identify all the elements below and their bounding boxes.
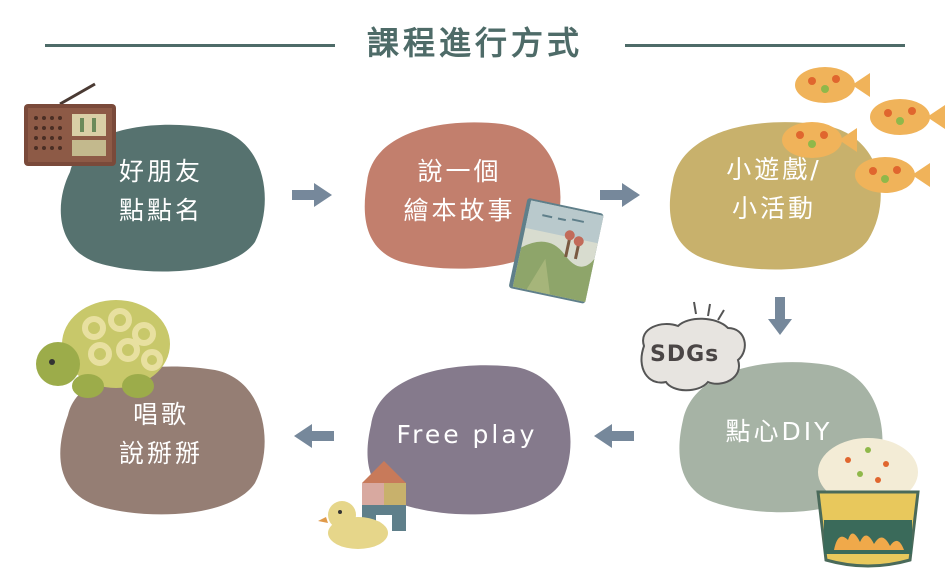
- step-6-blob: 唱歌 說掰掰: [50, 355, 272, 515]
- step-2-shape: [364, 122, 561, 269]
- arrow-right-2: [600, 183, 640, 207]
- step-2-blob: 說一個 繪本故事: [352, 112, 567, 272]
- toy-blocks-duck-icon: [318, 461, 406, 549]
- step-2-label: 說一個 繪本故事: [403, 157, 516, 225]
- sdgs-label: SDGs: [650, 342, 720, 367]
- speech-bubble-icon: [640, 301, 746, 392]
- step-5-blob: Free play: [356, 355, 578, 515]
- dessert-cup-icon: [816, 438, 920, 568]
- radio-icon: [24, 82, 116, 166]
- arrow-left-2: [294, 424, 334, 448]
- step-3-shape: [669, 122, 881, 270]
- arrow-right-1: [292, 183, 332, 207]
- picture-book-icon: [509, 198, 604, 304]
- step-4-label: 點心DIY: [725, 417, 833, 447]
- title-rule-left: [45, 44, 335, 47]
- step-5-shape: [367, 365, 571, 515]
- fish-snacks-icon: [782, 67, 945, 193]
- step-5-label: Free play: [396, 419, 538, 449]
- step-6-shape: [60, 366, 265, 515]
- title-rule-right: [625, 44, 905, 47]
- step-1-label: 好朋友 點點名: [118, 157, 203, 225]
- sdgs-badge: SDGs: [632, 298, 750, 398]
- step-3-blob: 小遊戲/ 小活動: [658, 110, 890, 270]
- step-6-label: 唱歌 說掰掰: [118, 400, 203, 468]
- arrow-left-1: [594, 424, 634, 448]
- turtle-toy-icon: [36, 300, 170, 398]
- page-title: 課程進行方式: [366, 24, 583, 62]
- arrow-down: [768, 297, 792, 335]
- step-3-label: 小遊戲/ 小活動: [726, 155, 822, 223]
